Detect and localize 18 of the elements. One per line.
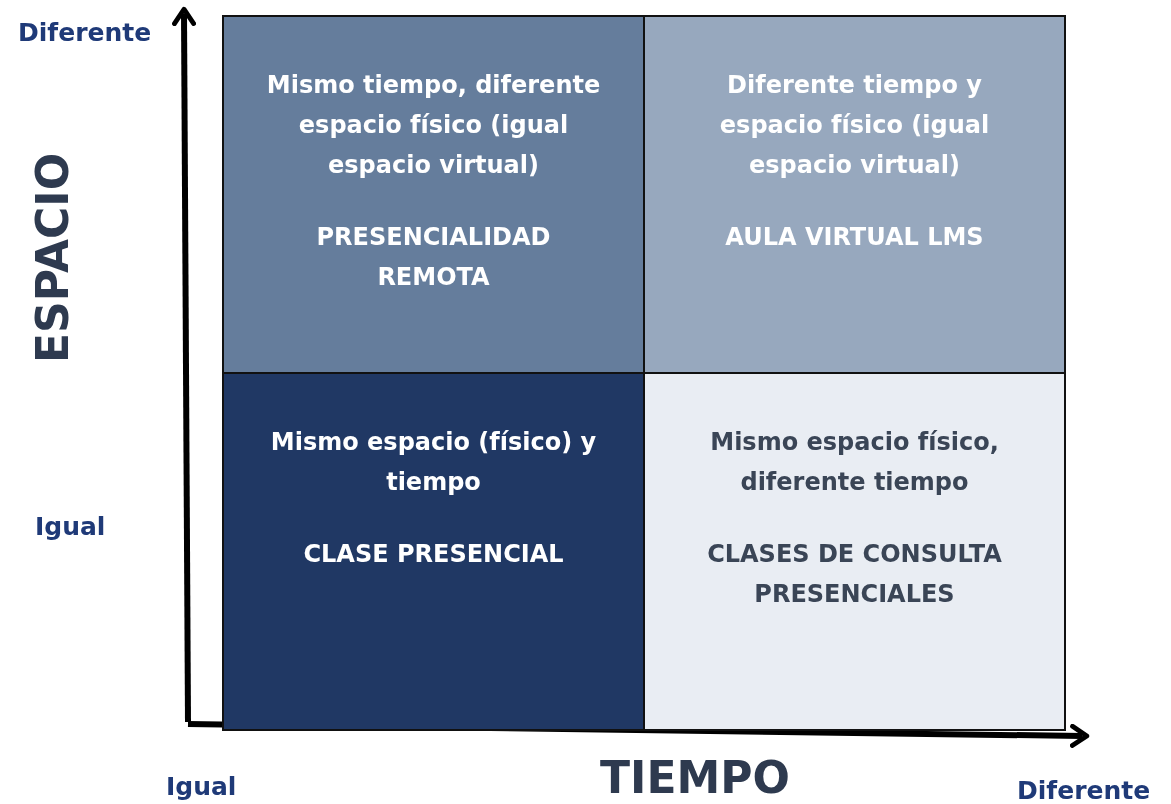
axis-end-label: Igual (166, 772, 237, 801)
quadrant-title: CLASES DE CONSULTA PRESENCIALES (706, 539, 1003, 610)
quadrant-title: PRESENCIALIDAD REMOTA (315, 222, 552, 293)
quadrant-box (643, 15, 1066, 374)
quadrant-title: AULA VIRTUAL LMS (725, 222, 984, 253)
axis-end-label: Igual (35, 512, 106, 541)
quadrant-box (222, 372, 645, 731)
axis-end-label: Diferente (1017, 776, 1151, 804)
quadrant-box (222, 15, 645, 374)
quadrant-title: CLASE PRESENCIAL (303, 539, 564, 570)
quadrant-description: Mismo espacio (físico) y tiempo (269, 427, 598, 498)
quadrant-description: Mismo espacio físico, diferente tiempo (709, 427, 1000, 498)
quadrant-description: Diferente tiempo y espacio físico (igual espacio virtual) (718, 70, 991, 181)
axis-title: TIEMPO (600, 752, 790, 803)
quadrant-box (643, 372, 1066, 731)
axis-title: ESPACIO (26, 152, 78, 364)
axis-end-label: Diferente (18, 18, 152, 47)
quadrant-description: Mismo tiempo, diferente espacio físico (igual espacio virtual) (265, 70, 602, 181)
